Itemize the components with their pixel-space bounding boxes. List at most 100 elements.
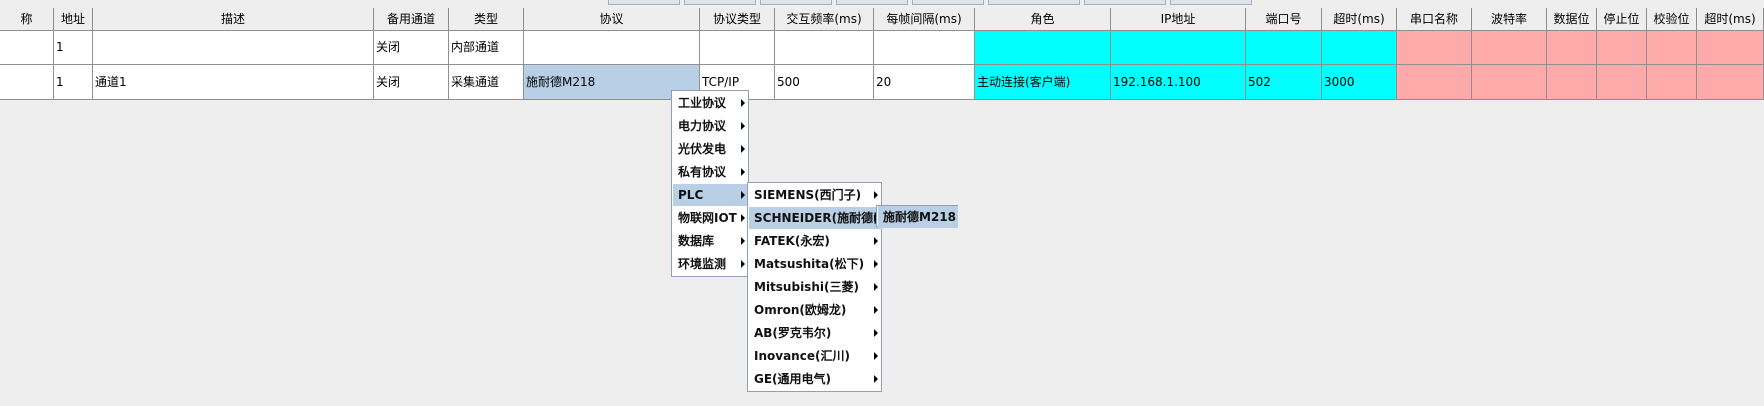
column-header[interactable]: 串口名称	[1397, 8, 1472, 31]
toolbar-button[interactable]	[608, 0, 680, 5]
table-cell[interactable]	[1397, 31, 1472, 65]
submenu-arrow-icon	[741, 191, 745, 199]
toolbar-button[interactable]	[912, 0, 984, 5]
column-header[interactable]: 协议	[524, 8, 700, 31]
menu-item[interactable]: Inovance(汇川)	[749, 345, 882, 367]
table-cell[interactable]: 采集通道	[449, 65, 524, 100]
column-header[interactable]: 数据位	[1547, 8, 1597, 31]
menu-item[interactable]: PLC	[673, 184, 749, 206]
toolbar-button[interactable]	[1170, 0, 1252, 5]
table-cell[interactable]: 关闭	[374, 65, 449, 100]
table-cell[interactable]	[700, 31, 775, 65]
menu-item-label: 物联网IOT	[678, 211, 737, 225]
column-header[interactable]: 每帧间隔(ms)	[874, 8, 975, 31]
column-header[interactable]: 角色	[975, 8, 1111, 31]
table-cell[interactable]	[1597, 65, 1647, 100]
submenu-arrow-icon	[741, 260, 745, 268]
table-cell[interactable]: 502	[1246, 65, 1322, 100]
toolbar-button[interactable]	[684, 0, 756, 5]
table-row[interactable]: 1 关闭内部通道	[0, 31, 1764, 65]
table-cell[interactable]	[775, 31, 874, 65]
table-cell[interactable]	[1246, 31, 1322, 65]
menu-item[interactable]: 工业协议	[673, 92, 749, 114]
submenu-arrow-icon	[741, 99, 745, 107]
table-cell[interactable]: 500	[775, 65, 874, 100]
submenu-arrow-icon	[741, 122, 745, 130]
menu-item[interactable]: Omron(欧姆龙)	[749, 299, 882, 321]
menu-item[interactable]: FATEK(永宏)	[749, 230, 882, 252]
table-cell[interactable]	[1472, 65, 1547, 100]
table-cell[interactable]	[1697, 65, 1764, 100]
table-cell[interactable]	[1597, 31, 1647, 65]
column-header[interactable]: 协议类型	[700, 8, 775, 31]
toolbar-button[interactable]	[836, 0, 908, 5]
column-header[interactable]: 称	[0, 8, 54, 31]
table-cell[interactable]	[1647, 65, 1697, 100]
table-cell[interactable]	[1111, 31, 1246, 65]
menu-item[interactable]: 光伏发电	[673, 138, 749, 160]
table-cell[interactable]: 内部通道	[449, 31, 524, 65]
menu-item[interactable]: 物联网IOT	[673, 207, 749, 229]
table-cell[interactable]	[975, 31, 1111, 65]
column-header[interactable]: 端口号	[1246, 8, 1322, 31]
menu-item[interactable]: SIEMENS(西门子)	[749, 184, 882, 206]
table-cell[interactable]	[1697, 31, 1764, 65]
menu-item[interactable]: SCHNEIDER(施耐德)	[749, 207, 882, 229]
table-cell[interactable]: 20	[874, 65, 975, 100]
toolbar-button[interactable]	[760, 0, 832, 5]
table-cell[interactable]: 192.168.1.100	[1111, 65, 1246, 100]
column-header[interactable]: 校验位	[1647, 8, 1697, 31]
menu-item[interactable]: AB(罗克韦尔)	[749, 322, 882, 344]
table-cell[interactable]: 关闭	[374, 31, 449, 65]
submenu-arrow-icon	[874, 352, 878, 360]
menu-item[interactable]: Mitsubishi(三菱)	[749, 276, 882, 298]
table-cell[interactable]	[1472, 31, 1547, 65]
menu-item[interactable]: 施耐德M218	[878, 206, 958, 228]
menu-item[interactable]: 电力协议	[673, 115, 749, 137]
table-cell[interactable]	[0, 31, 54, 65]
column-header[interactable]: 超时(ms)	[1697, 8, 1764, 31]
table-cell[interactable]: 3000	[1322, 65, 1397, 100]
submenu-arrow-icon	[874, 306, 878, 314]
menu-item[interactable]: 数据库	[673, 230, 749, 252]
table-cell[interactable]	[1547, 31, 1597, 65]
toolbar-button[interactable]	[1084, 0, 1166, 5]
column-header[interactable]: 波特率	[1472, 8, 1547, 31]
menu-item-label: 光伏发电	[678, 142, 727, 156]
table-cell[interactable]	[524, 31, 700, 65]
table-cell[interactable]	[1647, 31, 1697, 65]
menu-item[interactable]: Matsushita(松下)	[749, 253, 882, 275]
menu-item-label: FATEK(永宏)	[754, 234, 830, 248]
menu-item-label: 工业协议	[678, 96, 727, 110]
table-cell[interactable]	[1547, 65, 1597, 100]
table-cell[interactable]	[1322, 31, 1397, 65]
column-header[interactable]: 类型	[449, 8, 524, 31]
column-header[interactable]: 备用通道	[374, 8, 449, 31]
column-header[interactable]: 地址	[54, 8, 93, 31]
column-header[interactable]: 停止位	[1597, 8, 1647, 31]
menu-item-label: 数据库	[678, 234, 715, 248]
table-cell[interactable]: 通道1	[93, 65, 374, 100]
toolbar-strip	[0, 0, 1764, 8]
menu-item[interactable]: GE(通用电气)	[749, 368, 882, 390]
table-cell[interactable]	[874, 31, 975, 65]
submenu-arrow-icon	[741, 214, 745, 222]
column-header[interactable]: 交互频率(ms)	[775, 8, 874, 31]
table-cell[interactable]: 1	[54, 65, 93, 100]
table-cell[interactable]	[1397, 65, 1472, 100]
table-cell[interactable]	[0, 65, 54, 100]
table-cell[interactable]: 主动连接(客户端)	[975, 65, 1111, 100]
menu-item[interactable]: 环境监测	[673, 253, 749, 275]
column-header[interactable]: IP地址	[1111, 8, 1246, 31]
table-cell[interactable]: 1	[54, 31, 93, 65]
column-header[interactable]: 超时(ms)	[1322, 8, 1397, 31]
table-cell[interactable]	[93, 31, 374, 65]
menu-item[interactable]: 私有协议	[673, 161, 749, 183]
toolbar-button[interactable]	[988, 0, 1080, 5]
column-header[interactable]: 描述	[93, 8, 374, 31]
table-cell[interactable]: 施耐德M218	[524, 65, 700, 100]
menu-item-label: 环境监测	[678, 257, 727, 271]
